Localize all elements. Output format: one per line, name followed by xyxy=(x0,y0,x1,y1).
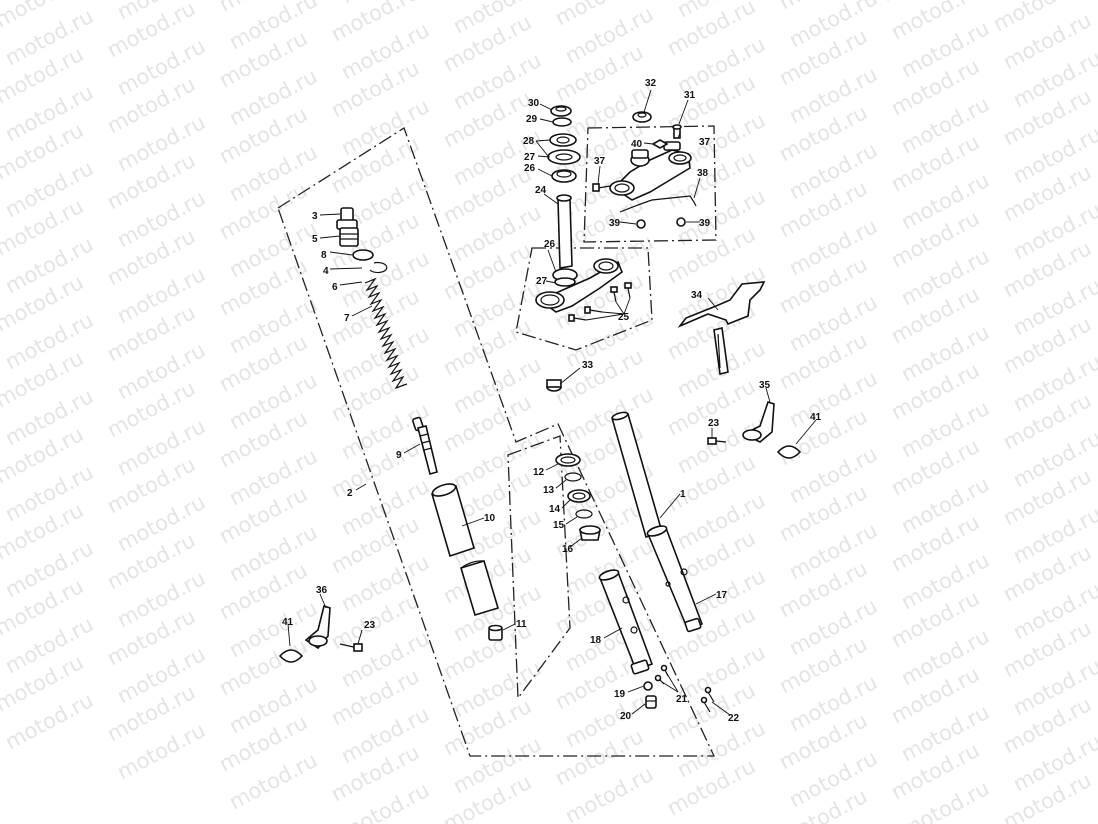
fork-leg-assembly-boundary xyxy=(277,127,716,757)
callout-35: 35 xyxy=(759,380,771,391)
leader-lines xyxy=(287,89,817,716)
callout-17: 17 xyxy=(716,590,728,601)
callout-15: 15 xyxy=(553,520,565,531)
callout-18: 18 xyxy=(590,635,602,646)
lock-washer xyxy=(552,117,572,127)
callout-41-left: 41 xyxy=(282,617,294,628)
lower-bracket-boundary xyxy=(515,247,653,351)
o-ring xyxy=(352,249,374,261)
drain-bolt xyxy=(645,695,657,709)
callout-23-right: 23 xyxy=(708,418,720,429)
callout-14: 14 xyxy=(549,504,561,515)
callout-29: 29 xyxy=(526,114,538,125)
bolts-21 xyxy=(654,664,669,685)
callout-3: 3 xyxy=(312,211,318,222)
upper-bracket-boundary xyxy=(583,125,717,243)
upper-bracket xyxy=(609,141,692,201)
fork-tube-lower-piece xyxy=(460,560,499,616)
callout-7: 7 xyxy=(344,313,350,324)
callout-16: 16 xyxy=(562,544,574,555)
callout-12: 12 xyxy=(533,467,545,478)
fork-spring xyxy=(364,277,408,390)
callout-38: 38 xyxy=(697,168,709,179)
callout-5: 5 xyxy=(312,234,318,245)
seal-clip xyxy=(564,472,582,482)
callout-21: 21 xyxy=(676,694,688,705)
dust-seal xyxy=(567,489,591,503)
stem-nut-33 xyxy=(546,379,562,392)
bolt-37-left xyxy=(592,183,611,192)
circlip xyxy=(369,261,388,274)
callout-37-right: 37 xyxy=(699,137,711,148)
upper-bearing-race xyxy=(547,149,581,165)
callout-13: 13 xyxy=(543,485,555,496)
callout-23-left: 23 xyxy=(364,620,376,631)
callout-32: 32 xyxy=(645,78,657,89)
callout-24: 24 xyxy=(535,185,547,196)
screws-39 xyxy=(636,217,686,229)
callout-4: 4 xyxy=(323,266,329,277)
upper-bearing xyxy=(551,169,577,183)
stem-nut-30 xyxy=(550,105,572,117)
callout-33: 33 xyxy=(582,360,594,371)
callout-19: 19 xyxy=(614,689,626,700)
callout-1: 1 xyxy=(680,489,686,500)
reflector-bracket-36 xyxy=(304,604,331,650)
wire-38 xyxy=(619,195,697,213)
bushing xyxy=(579,525,601,541)
reflector-41-right xyxy=(776,445,802,459)
adjusting-nut xyxy=(549,133,577,147)
spacer-ring xyxy=(575,509,593,519)
callout-31: 31 xyxy=(684,90,696,101)
bolt-31 xyxy=(672,124,682,139)
key-40 xyxy=(651,139,669,149)
callout-9: 9 xyxy=(396,450,402,461)
oil-lock-piece xyxy=(488,624,503,641)
callout-28: 28 xyxy=(523,136,535,147)
callout-27-upper: 27 xyxy=(524,152,536,163)
fork-tube-upper-piece xyxy=(431,483,475,558)
callout-labels: 1 2 3 4 5 6 7 8 9 10 11 12 13 14 15 16 1… xyxy=(282,78,822,724)
callout-27-lower: 27 xyxy=(536,276,548,287)
callout-39-right: 39 xyxy=(699,218,711,229)
callout-34: 34 xyxy=(691,290,703,301)
reflector-41-left xyxy=(278,649,304,663)
callout-41-right: 41 xyxy=(810,412,822,423)
callout-36: 36 xyxy=(316,585,328,596)
drain-washer xyxy=(643,681,653,691)
mounting-bracket-34 xyxy=(677,281,766,375)
left-fork-slider xyxy=(598,569,654,675)
right-fork-leg xyxy=(611,411,704,633)
callout-39-left: 39 xyxy=(609,218,621,229)
callout-25: 25 xyxy=(618,312,630,323)
callout-40: 40 xyxy=(631,139,643,150)
callout-37-left: 37 xyxy=(594,156,606,167)
callout-30: 30 xyxy=(528,98,540,109)
damper-rod xyxy=(412,416,438,475)
callout-26-upper: 26 xyxy=(524,163,536,174)
bracket-bolts-25 xyxy=(568,282,632,322)
callout-8: 8 xyxy=(321,250,327,261)
oil-seal xyxy=(555,453,581,467)
callout-10: 10 xyxy=(484,513,496,524)
callout-2: 2 xyxy=(347,488,353,499)
reflector-bracket-35 xyxy=(742,400,775,443)
callout-11: 11 xyxy=(516,619,527,630)
callout-20: 20 xyxy=(620,711,632,722)
fork-cap-bolt xyxy=(336,207,359,247)
callout-26-lower: 26 xyxy=(544,239,556,250)
seal-kit-boundary xyxy=(507,435,571,700)
callout-22: 22 xyxy=(728,713,740,724)
top-nut-32 xyxy=(632,111,652,123)
pins-22 xyxy=(700,686,715,713)
callout-6: 6 xyxy=(332,282,338,293)
steering-stem xyxy=(535,194,623,313)
